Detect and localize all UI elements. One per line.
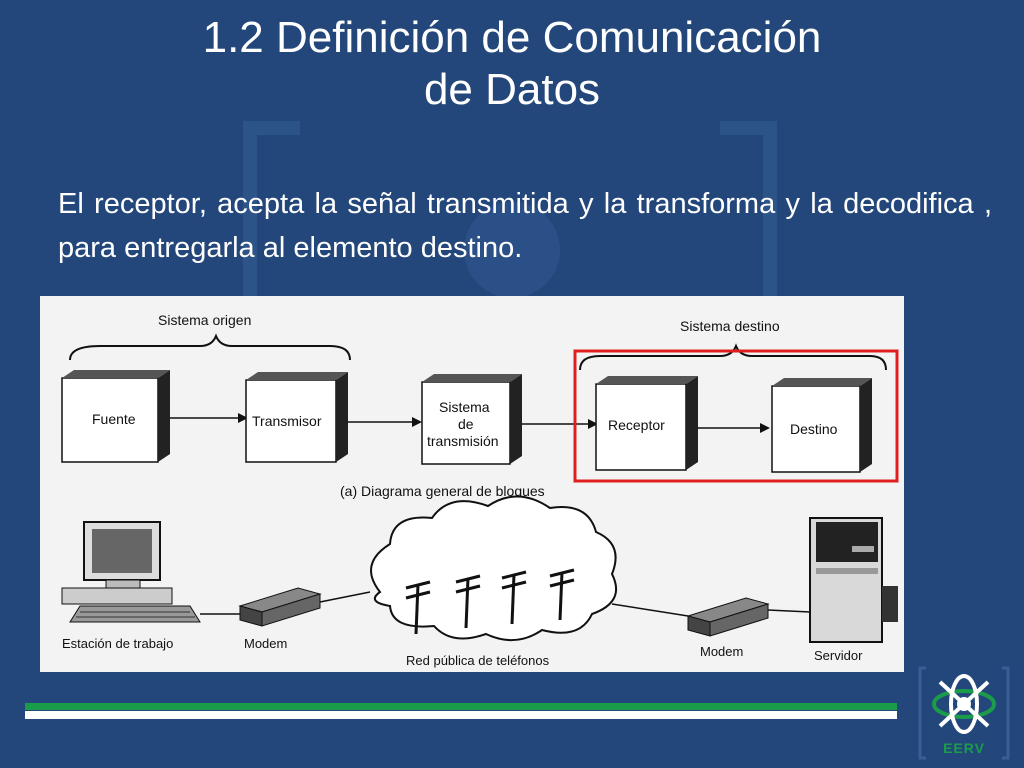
telephone-pole-icons: [405, 568, 575, 635]
slide-title: 1.2 Definición de Comunicación de Datos: [0, 12, 1024, 116]
brace-origin: [69, 333, 351, 361]
label-server: Servidor: [814, 648, 863, 663]
de-label: de: [458, 416, 474, 432]
label-modem-right: Modem: [700, 644, 743, 659]
sistema-label: Sistema: [439, 399, 490, 415]
server-icon: [809, 517, 898, 643]
logo-text: EERV: [943, 740, 985, 756]
block-receptor: Receptor: [595, 376, 698, 471]
footer-white-bar: [25, 711, 897, 719]
label-modem-left: Modem: [244, 636, 287, 651]
brace-destino: [579, 343, 887, 371]
body-paragraph: El receptor, acepta la señal transmitida…: [58, 188, 992, 264]
modem-right-icon: [686, 597, 770, 637]
transmisor-label: Transmisor: [252, 413, 322, 429]
fuente-label: Fuente: [92, 411, 136, 427]
communication-diagram: Sistema origen Sistema destino Fuente Tr…: [40, 296, 904, 672]
modem-left-icon: [238, 587, 322, 627]
receiver-highlight-box: [573, 349, 899, 483]
network-cloud: [370, 495, 617, 641]
footer-green-bar: [25, 703, 897, 710]
label-sistema-origen: Sistema origen: [158, 312, 251, 328]
label-network: Red pública de teléfonos: [406, 653, 550, 668]
block-transmisor: Transmisor: [245, 372, 348, 463]
receptor-label: Receptor: [608, 417, 665, 433]
title-line-1: 1.2 Definición de Comunicación: [202, 13, 822, 62]
block-fuente: Fuente: [61, 370, 170, 463]
block-sistema-transmision: Sistema de transmisión: [421, 374, 522, 465]
label-workstation: Estación de trabajo: [62, 636, 173, 651]
block-destino: Destino: [771, 378, 872, 473]
eerv-logo: [918, 666, 1010, 760]
workstation-icon: [61, 521, 201, 623]
diagram-caption: (a) Diagrama general de bloques: [340, 483, 545, 499]
title-line-2: de Datos: [423, 65, 601, 114]
transmision-label: transmisión: [427, 433, 499, 449]
destino-label: Destino: [790, 421, 838, 437]
label-sistema-destino: Sistema destino: [680, 318, 780, 334]
